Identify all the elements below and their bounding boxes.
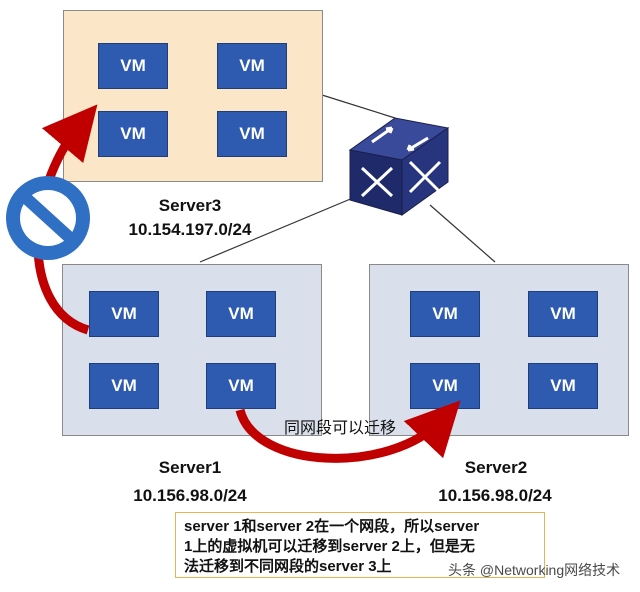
vm-block: VM (89, 291, 159, 337)
server3-name: Server3 (158, 196, 222, 215)
explanation-note: server 1和server 2在一个网段，所以server 1上的虚拟机可以… (175, 512, 545, 578)
server1-name: Server1 (158, 458, 222, 477)
vm-block: VM (217, 111, 287, 157)
server1-box: VM VM VM VM (62, 264, 322, 436)
vm-block: VM (206, 291, 276, 337)
note-line: server 1和server 2在一个网段，所以server (184, 518, 480, 535)
vm-block: VM (217, 43, 287, 89)
vm-block: VM (206, 363, 276, 409)
vm-block: VM (98, 43, 168, 89)
server2-name: Server2 (464, 458, 528, 477)
vm-block: VM (410, 291, 480, 337)
note-line: 1上的虚拟机可以迁移到server 2上，但是无 (184, 538, 475, 555)
vm-block: VM (89, 363, 159, 409)
vm-block: VM (528, 363, 598, 409)
vm-block: VM (98, 111, 168, 157)
server3-box: VM VM VM VM (63, 10, 323, 182)
server3-subnet: 10.154.197.0/24 (128, 220, 252, 239)
watermark: 头条 @Networking网络技术 (448, 562, 621, 578)
server2-subnet: 10.156.98.0/24 (438, 486, 552, 505)
migration-label: 同网段可以迁移 (284, 418, 397, 437)
vm-block: VM (528, 291, 598, 337)
server1-subnet: 10.156.98.0/24 (133, 486, 247, 505)
note-line: 法迁移到不同网段的server 3上 (184, 558, 392, 575)
